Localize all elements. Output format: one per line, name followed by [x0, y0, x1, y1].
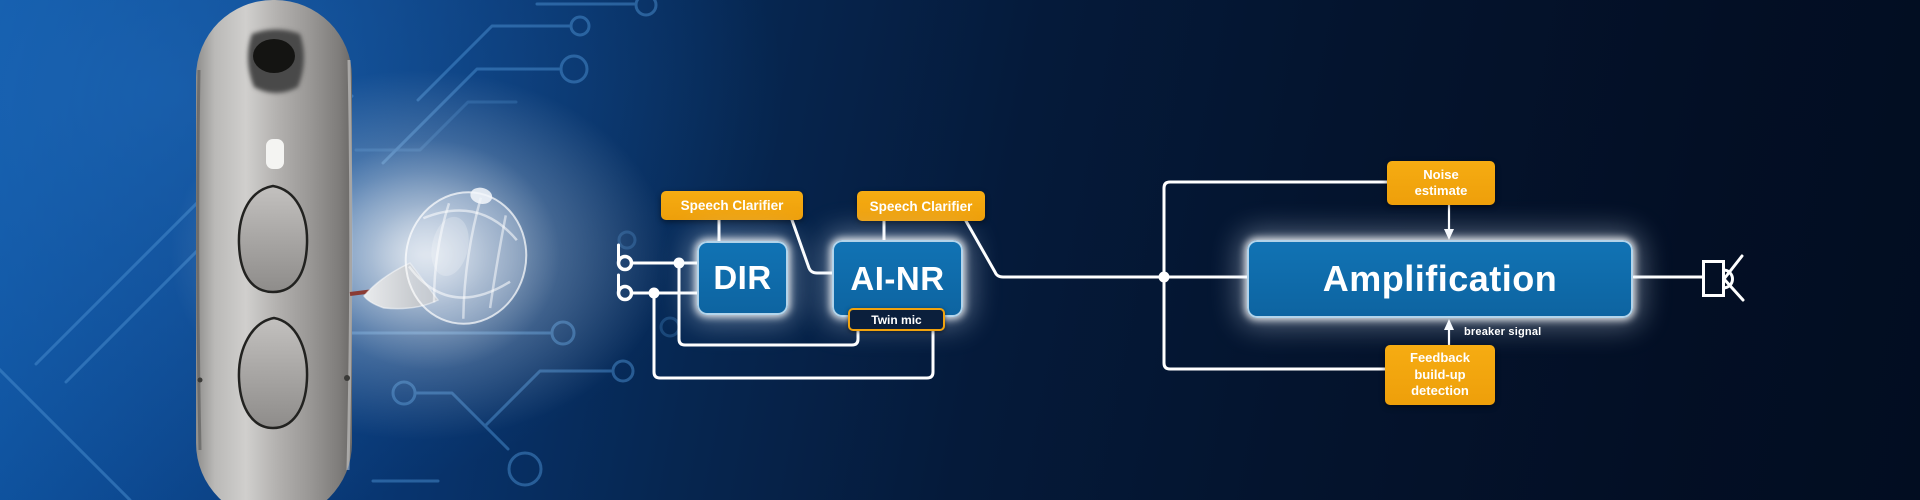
arrowhead-up: [1444, 319, 1454, 330]
amplification-label: Amplification: [1322, 258, 1558, 299]
dir-block: DIR: [697, 241, 788, 315]
noise-estimate-line1: Noise: [1423, 166, 1459, 182]
wire-main-to-amplification: [964, 219, 1250, 279]
wire-sc1-to-ainr: [790, 218, 835, 275]
receiver-dome: [349, 187, 528, 325]
mic-bottom-icon: [616, 273, 634, 302]
mic-top-icon: [616, 243, 634, 272]
ai-nr-label: AI-NR: [850, 259, 945, 297]
led-indicator: [266, 139, 284, 169]
push-button-lower: [237, 316, 309, 430]
twin-mic-label: Twin mic: [871, 312, 922, 327]
feedback-line1: Feedback: [1410, 349, 1470, 365]
amplification-block: Amplification: [1247, 240, 1633, 318]
junction-dot: [673, 257, 685, 269]
feedback-detection-box: Feedback build-up detection: [1385, 345, 1495, 405]
ai-nr-block: AI-NR: [832, 240, 963, 317]
feedback-line2: build-up: [1414, 366, 1466, 382]
backlight-glow-core: [300, 140, 560, 370]
dir-label: DIR: [713, 259, 772, 296]
junction-dot: [648, 287, 660, 299]
noise-estimate-box: Noise estimate: [1387, 161, 1495, 205]
speech-clarifier-left-box: Speech Clarifier: [661, 191, 803, 220]
push-button-upper: [237, 184, 309, 294]
wire-mic2-to-twinmic: [652, 291, 935, 380]
wire-branch-feedback: [1162, 275, 1388, 371]
wire-mic1-to-twinmic: [677, 261, 860, 347]
speaker-receiver-icon: [1702, 254, 1745, 302]
speech-clarifier-right-label: Speech Clarifier: [869, 198, 973, 214]
junction-dot: [1158, 271, 1170, 283]
breaker-signal-label: breaker signal: [1464, 326, 1542, 338]
arrowhead-down: [1444, 229, 1454, 240]
wire-branch-noise: [1162, 180, 1390, 279]
mic-port-opening: [253, 39, 295, 73]
noise-estimate-line2: estimate: [1414, 183, 1468, 198]
speech-clarifier-left-label: Speech Clarifier: [680, 198, 784, 213]
speech-clarifier-right-box: Speech Clarifier: [857, 191, 985, 221]
hearing-aid-device: [196, 0, 353, 500]
twin-mic-tag: Twin mic: [848, 308, 945, 331]
feedback-line3: detection: [1411, 383, 1469, 399]
